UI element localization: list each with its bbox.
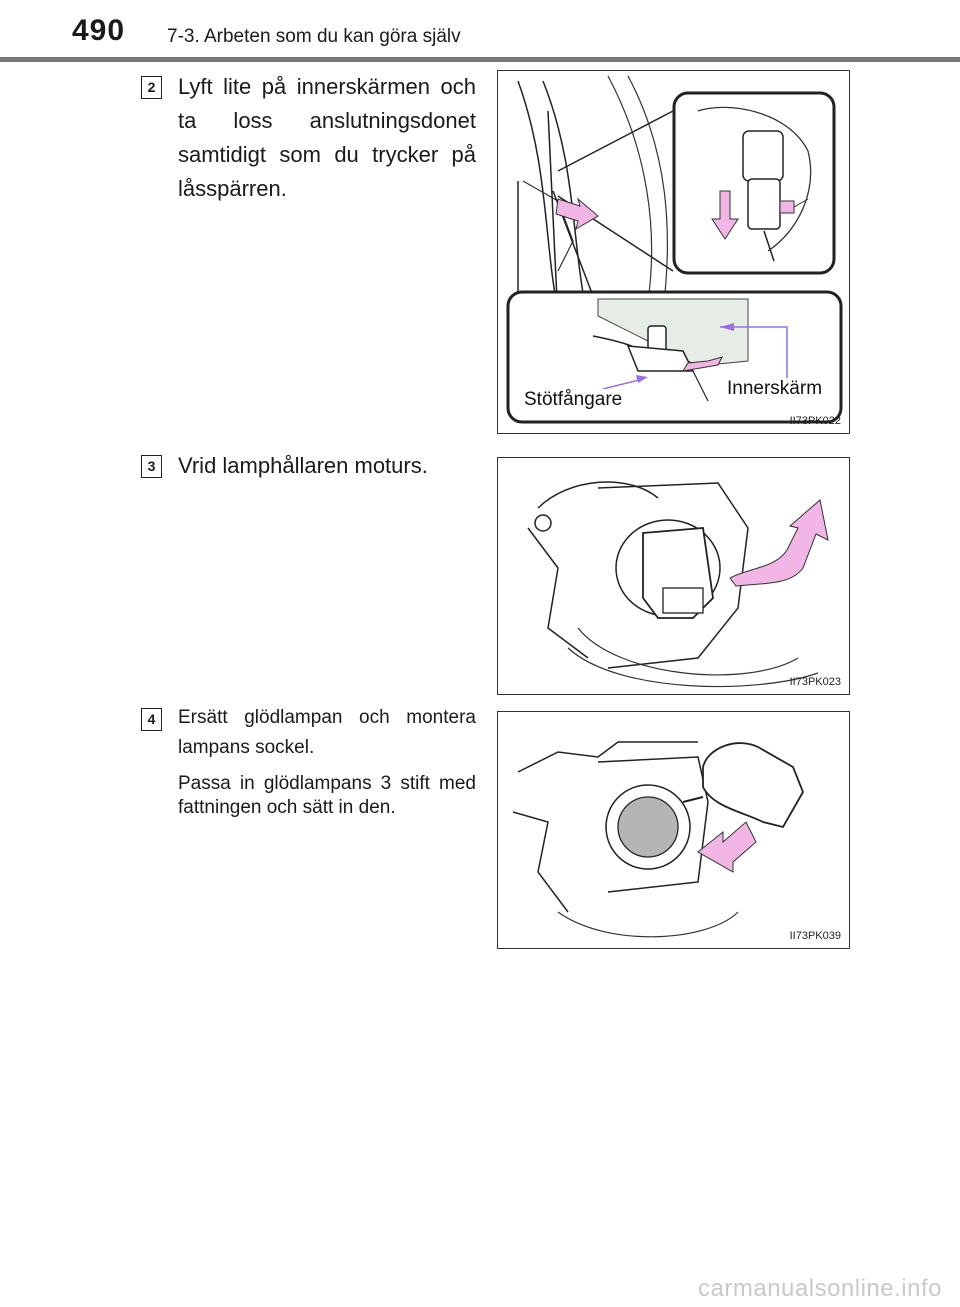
page-number: 490 [72, 14, 126, 47]
figure-code: II73PK022 [789, 415, 841, 427]
lamp-holder-illustration [527, 481, 829, 688]
figure-rotate-holder: II73PK023 [497, 457, 850, 695]
figure-replace-bulb: II73PK039 [497, 711, 850, 949]
step-2-text: Lyft lite på innerskärmen och ta loss an… [178, 74, 476, 201]
step-4-text: Ersätt glödlampan och montera lampans so… [178, 707, 476, 758]
step-number-4: 4 [141, 708, 162, 731]
bulb-replacement-illustration [512, 741, 804, 938]
step-number-2: 2 [141, 76, 162, 99]
header-rule [0, 57, 960, 62]
page-header: 490 7-3. Arbeten som du kan göra själv [0, 0, 960, 62]
figure-code: II73PK039 [789, 930, 841, 942]
step-4-note: Passa in glödlampans 3 stift med fattnin… [178, 773, 476, 818]
callout-inner-fender: Innerskärm [725, 378, 825, 400]
watermark-logo: carmanualsonline.info [698, 1275, 942, 1302]
callout-bumper: Stötfångare [522, 389, 625, 411]
step-number-3: 3 [141, 455, 162, 478]
figure-code: II73PK023 [789, 676, 841, 688]
figure-connector-removal: Stötfångare Innerskärm II73PK022 [497, 70, 850, 434]
section-title: 7-3. Arbeten som du kan göra själv [167, 26, 461, 47]
step-3-text: Vrid lamphållaren moturs. [178, 453, 428, 478]
